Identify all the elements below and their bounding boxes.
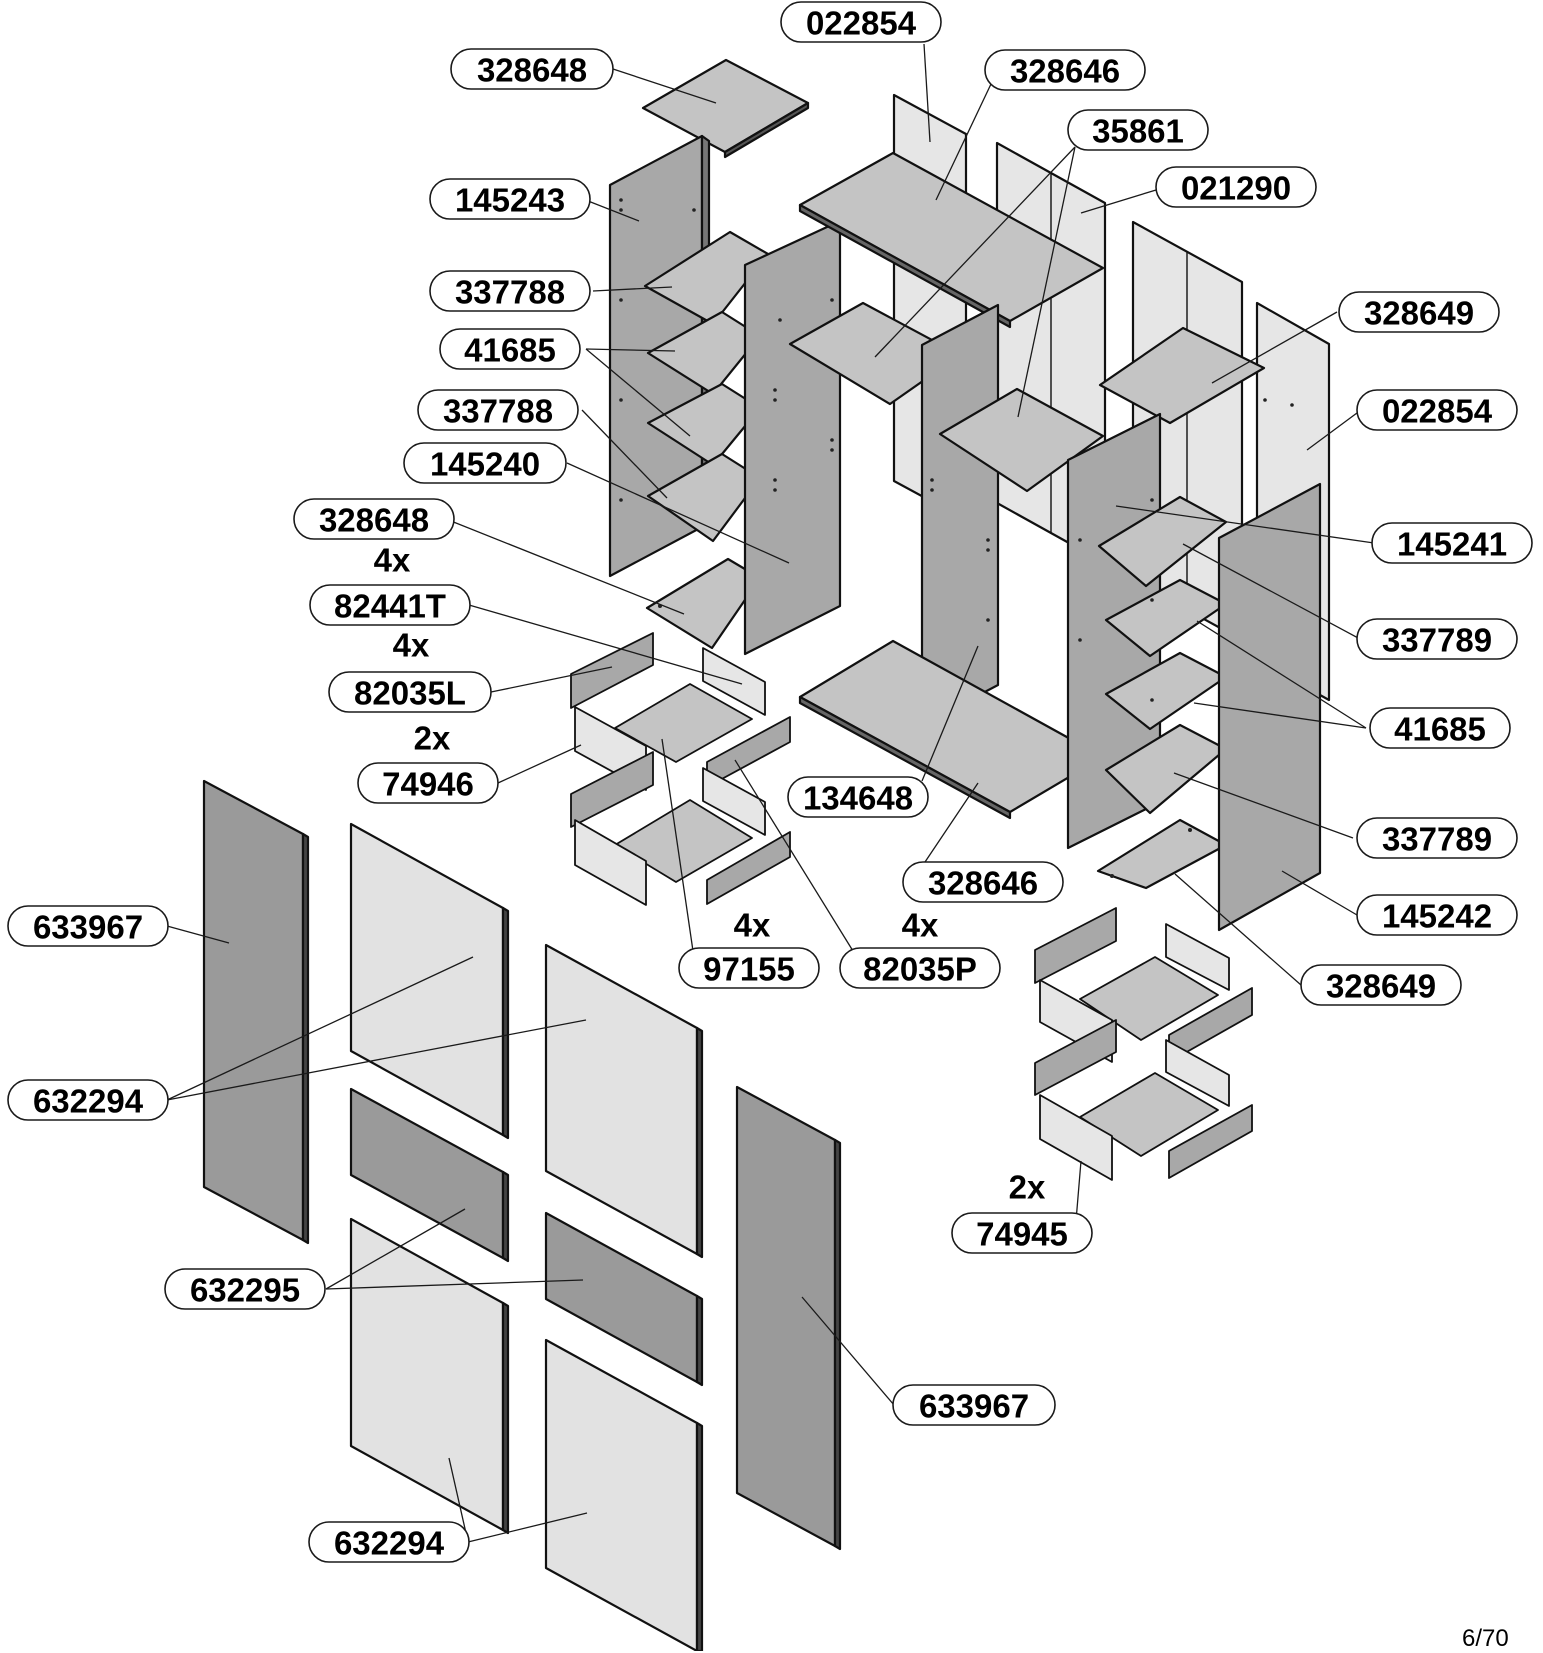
part-number-callout: 145241 xyxy=(1371,522,1533,564)
quantity-label: 4x xyxy=(734,907,771,944)
part-number-callout: 328646 xyxy=(984,49,1146,91)
quantity-label: 4x xyxy=(393,627,430,664)
part-number-callout: 82035P xyxy=(839,947,1001,989)
part-number-callout: 337788 xyxy=(417,389,579,431)
part-number-callout: 134648 xyxy=(787,776,929,818)
part-number-label: 145241 xyxy=(1397,526,1507,563)
part-number-callout: 145243 xyxy=(429,178,591,220)
part-number-callout: 35861 xyxy=(1067,109,1209,151)
part-number-callout: 022854 xyxy=(780,1,942,43)
quantity-label: 4x xyxy=(902,907,939,944)
part-number-label: 328649 xyxy=(1326,968,1436,1005)
part-number-label: 632294 xyxy=(33,1083,144,1120)
door-632295-left xyxy=(349,1087,510,1263)
part-number-callout: 337789 xyxy=(1356,618,1518,660)
page-number: 6/70 xyxy=(1462,1625,1509,1652)
part-number-callout: 82441T xyxy=(309,584,471,626)
part-number-label: 328646 xyxy=(928,865,1038,902)
door-632294-upper-left xyxy=(349,822,510,1140)
part-number-label: 337788 xyxy=(443,393,553,430)
part-number-callout: 41685 xyxy=(439,328,581,370)
drawer-74945-lower xyxy=(1034,1019,1253,1181)
part-number-label: 022854 xyxy=(1382,393,1493,430)
part-number-callout: 021290 xyxy=(1155,166,1317,208)
part-number-label: 145243 xyxy=(455,182,565,219)
drawer-74946-upper xyxy=(570,632,791,791)
part-number-label: 021290 xyxy=(1181,170,1291,207)
part-number-label: 022854 xyxy=(806,5,917,42)
part-number-callout: 633967 xyxy=(892,1384,1056,1426)
part-number-label: 74946 xyxy=(382,766,474,803)
part-number-label: 41685 xyxy=(464,332,556,369)
part-number-label: 74945 xyxy=(976,1216,1068,1253)
shelf-35861-right xyxy=(938,387,1105,493)
part-number-callout: 328646 xyxy=(902,861,1064,903)
drawer-74945-upper xyxy=(1034,907,1253,1063)
part-number-callout: 632294 xyxy=(7,1079,169,1121)
part-number-callout: 41685 xyxy=(1369,707,1511,749)
part-number-callout: 632294 xyxy=(308,1521,470,1563)
side-panel-145240 xyxy=(743,219,842,656)
part-number-label: 633967 xyxy=(919,1388,1029,1425)
part-number-callout: 328649 xyxy=(1300,964,1462,1006)
drawer-74946-lower xyxy=(570,751,791,906)
part-number-callout: 328648 xyxy=(293,498,455,540)
part-number-label: 82441T xyxy=(334,588,446,625)
top-panel-328648-upper xyxy=(641,58,810,159)
part-number-label: 632295 xyxy=(190,1272,300,1309)
drill-holes xyxy=(619,198,1294,878)
part-number-label: 328648 xyxy=(319,502,429,539)
part-number-label: 145242 xyxy=(1382,898,1492,935)
part-number-label: 35861 xyxy=(1092,113,1184,150)
part-number-callout: 82035L xyxy=(328,671,492,713)
bottom-panel-328649-lower xyxy=(1096,818,1228,890)
part-number-label: 97155 xyxy=(703,951,795,988)
quantity-markers: 4x 4x 2x 4x 4x 2x xyxy=(374,542,1046,1206)
door-632294-upper-right xyxy=(544,943,704,1259)
part-number-label: 82035P xyxy=(863,951,977,988)
quantity-label: 2x xyxy=(414,720,451,757)
part-number-callout: 97155 xyxy=(678,947,820,989)
top-panel-328649-upper xyxy=(1098,326,1266,425)
part-number-label: 328646 xyxy=(1010,53,1120,90)
side-panel-134648 xyxy=(920,303,1000,727)
door-632294-lower-left xyxy=(349,1217,510,1535)
part-number-callout: 337788 xyxy=(429,270,591,312)
part-callouts: 022854 328648 328646 35861 145243 021290 33778… xyxy=(7,1,1533,1563)
part-number-callout: 145242 xyxy=(1356,894,1518,936)
top-panel-328646 xyxy=(798,151,1105,329)
part-number-label: 145240 xyxy=(430,446,540,483)
part-number-callout: 632295 xyxy=(164,1268,326,1310)
part-number-callout: 74946 xyxy=(357,762,499,804)
part-number-callout: 337789 xyxy=(1356,817,1518,859)
part-number-label: 633967 xyxy=(33,909,143,946)
part-number-label: 337789 xyxy=(1382,622,1492,659)
part-number-label: 134648 xyxy=(803,780,913,817)
part-number-callout: 145240 xyxy=(403,442,567,484)
part-number-label: 82035L xyxy=(354,675,466,712)
part-number-label: 337788 xyxy=(455,274,565,311)
door-632294-lower-right xyxy=(544,1338,704,1651)
part-number-callout: 328648 xyxy=(450,48,614,90)
part-number-label: 328649 xyxy=(1364,295,1474,332)
part-number-label: 328648 xyxy=(477,52,587,89)
part-number-label: 632294 xyxy=(334,1525,445,1562)
door-632295-right xyxy=(544,1211,704,1387)
quantity-label: 4x xyxy=(374,542,411,579)
part-number-callout: 328649 xyxy=(1338,291,1500,333)
door-633967-right xyxy=(735,1085,842,1551)
part-number-callout: 74945 xyxy=(951,1212,1093,1254)
bottom-panel-328648-lower xyxy=(645,557,762,650)
part-number-label: 41685 xyxy=(1394,711,1486,748)
side-panel-145242 xyxy=(1217,482,1322,932)
part-number-callout: 022854 xyxy=(1356,389,1518,431)
quantity-label: 2x xyxy=(1009,1169,1046,1206)
part-number-callout: 633967 xyxy=(7,905,169,947)
door-633967-left xyxy=(202,779,310,1245)
part-number-label: 337789 xyxy=(1382,821,1492,858)
